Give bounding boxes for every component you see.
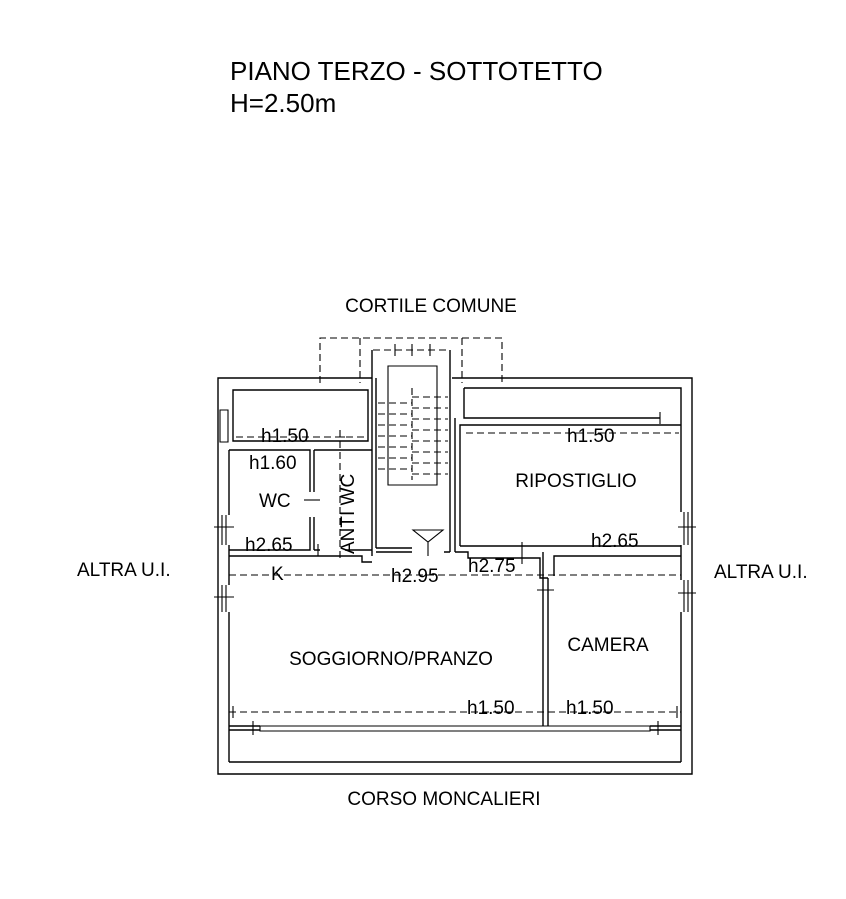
ceiling-height: H=2.50m: [230, 88, 336, 118]
outer-walls: [217, 377, 693, 775]
height-camera-wall: h1.50: [566, 698, 614, 719]
courtyard-projection: [319, 337, 503, 383]
corridor-wall-middle: [376, 547, 450, 553]
anti-wc-room: ANTI WC: [314, 430, 372, 558]
storage-left: h1.50: [232, 389, 369, 447]
anti-wc-tick: [317, 436, 345, 556]
window-left-1: [214, 515, 234, 545]
window-top-left: [219, 409, 229, 443]
camera-partition: [542, 552, 549, 726]
storage-right: [463, 387, 682, 424]
window-right-1: [678, 512, 696, 545]
corridor: K h2.95 h2.75: [229, 529, 681, 587]
vent-symbol: [411, 529, 445, 556]
bottom-wall: [229, 725, 681, 731]
label-north: CORTILE COMUNE: [345, 296, 517, 317]
height-storage-right: h1.50: [567, 426, 615, 447]
room-anti-wc: ANTI WC: [338, 474, 359, 554]
label-south: CORSO MONCALIERI: [347, 789, 540, 810]
ripostiglio-walls: [459, 424, 681, 547]
height-ripostiglio-low: h2.65: [591, 531, 639, 552]
stair-steps-left: [378, 402, 412, 470]
height-soggiorno-wall: h1.50: [467, 698, 515, 719]
anti-wc-walls: [314, 449, 372, 551]
projection-outline: [319, 337, 503, 383]
height-line-bottom-ticks: [232, 706, 678, 718]
height-corridor: h2.95: [391, 566, 439, 587]
stair-wall-right: [449, 350, 456, 552]
window-bottom-ticks: [252, 721, 659, 735]
room-soggiorno: SOGGIORNO/PRANZO: [289, 649, 493, 670]
plan-title: PIANO TERZO - SOTTOTETTO: [230, 56, 603, 86]
ripostiglio-room: h1.50 RIPOSTIGLIO h2.65: [459, 424, 681, 552]
height-landing: h2.75: [468, 556, 516, 577]
corridor-wall-right: [455, 551, 548, 579]
room-camera: CAMERA: [567, 635, 649, 656]
storage-right-walls: [463, 387, 682, 419]
room-wc: WC: [259, 491, 291, 512]
room-ripostiglio: RIPOSTIGLIO: [515, 471, 636, 492]
stair-wall-left: [371, 350, 377, 556]
camera-room: CAMERA h1.50: [537, 552, 681, 726]
height-wc-low: h2.65: [245, 535, 293, 556]
storage-left-walls: [232, 389, 369, 442]
label-east: ALTRA U.I.: [714, 562, 808, 583]
window-bottom: [259, 725, 651, 732]
wc-walls: [229, 449, 311, 551]
label-west: ALTRA U.I.: [77, 560, 171, 581]
window-right-2: [678, 580, 696, 612]
soggiorno-room: SOGGIORNO/PRANZO h1.50: [229, 649, 681, 731]
stair-well: [387, 365, 438, 486]
stairwell: [371, 350, 456, 556]
room-kitchen: K: [271, 564, 284, 585]
height-wc: h1.60: [249, 453, 297, 474]
corridor-wall-left: [229, 555, 372, 563]
stair-steps-right: [412, 396, 448, 475]
height-storage-left: h1.50: [261, 426, 309, 447]
window-left-2: [214, 585, 234, 612]
wc-room: h1.60 WC h2.65: [229, 449, 320, 556]
camera-top-wall: [553, 555, 681, 576]
outer-wall: [217, 377, 693, 775]
stair-top-ticks: [394, 344, 431, 356]
